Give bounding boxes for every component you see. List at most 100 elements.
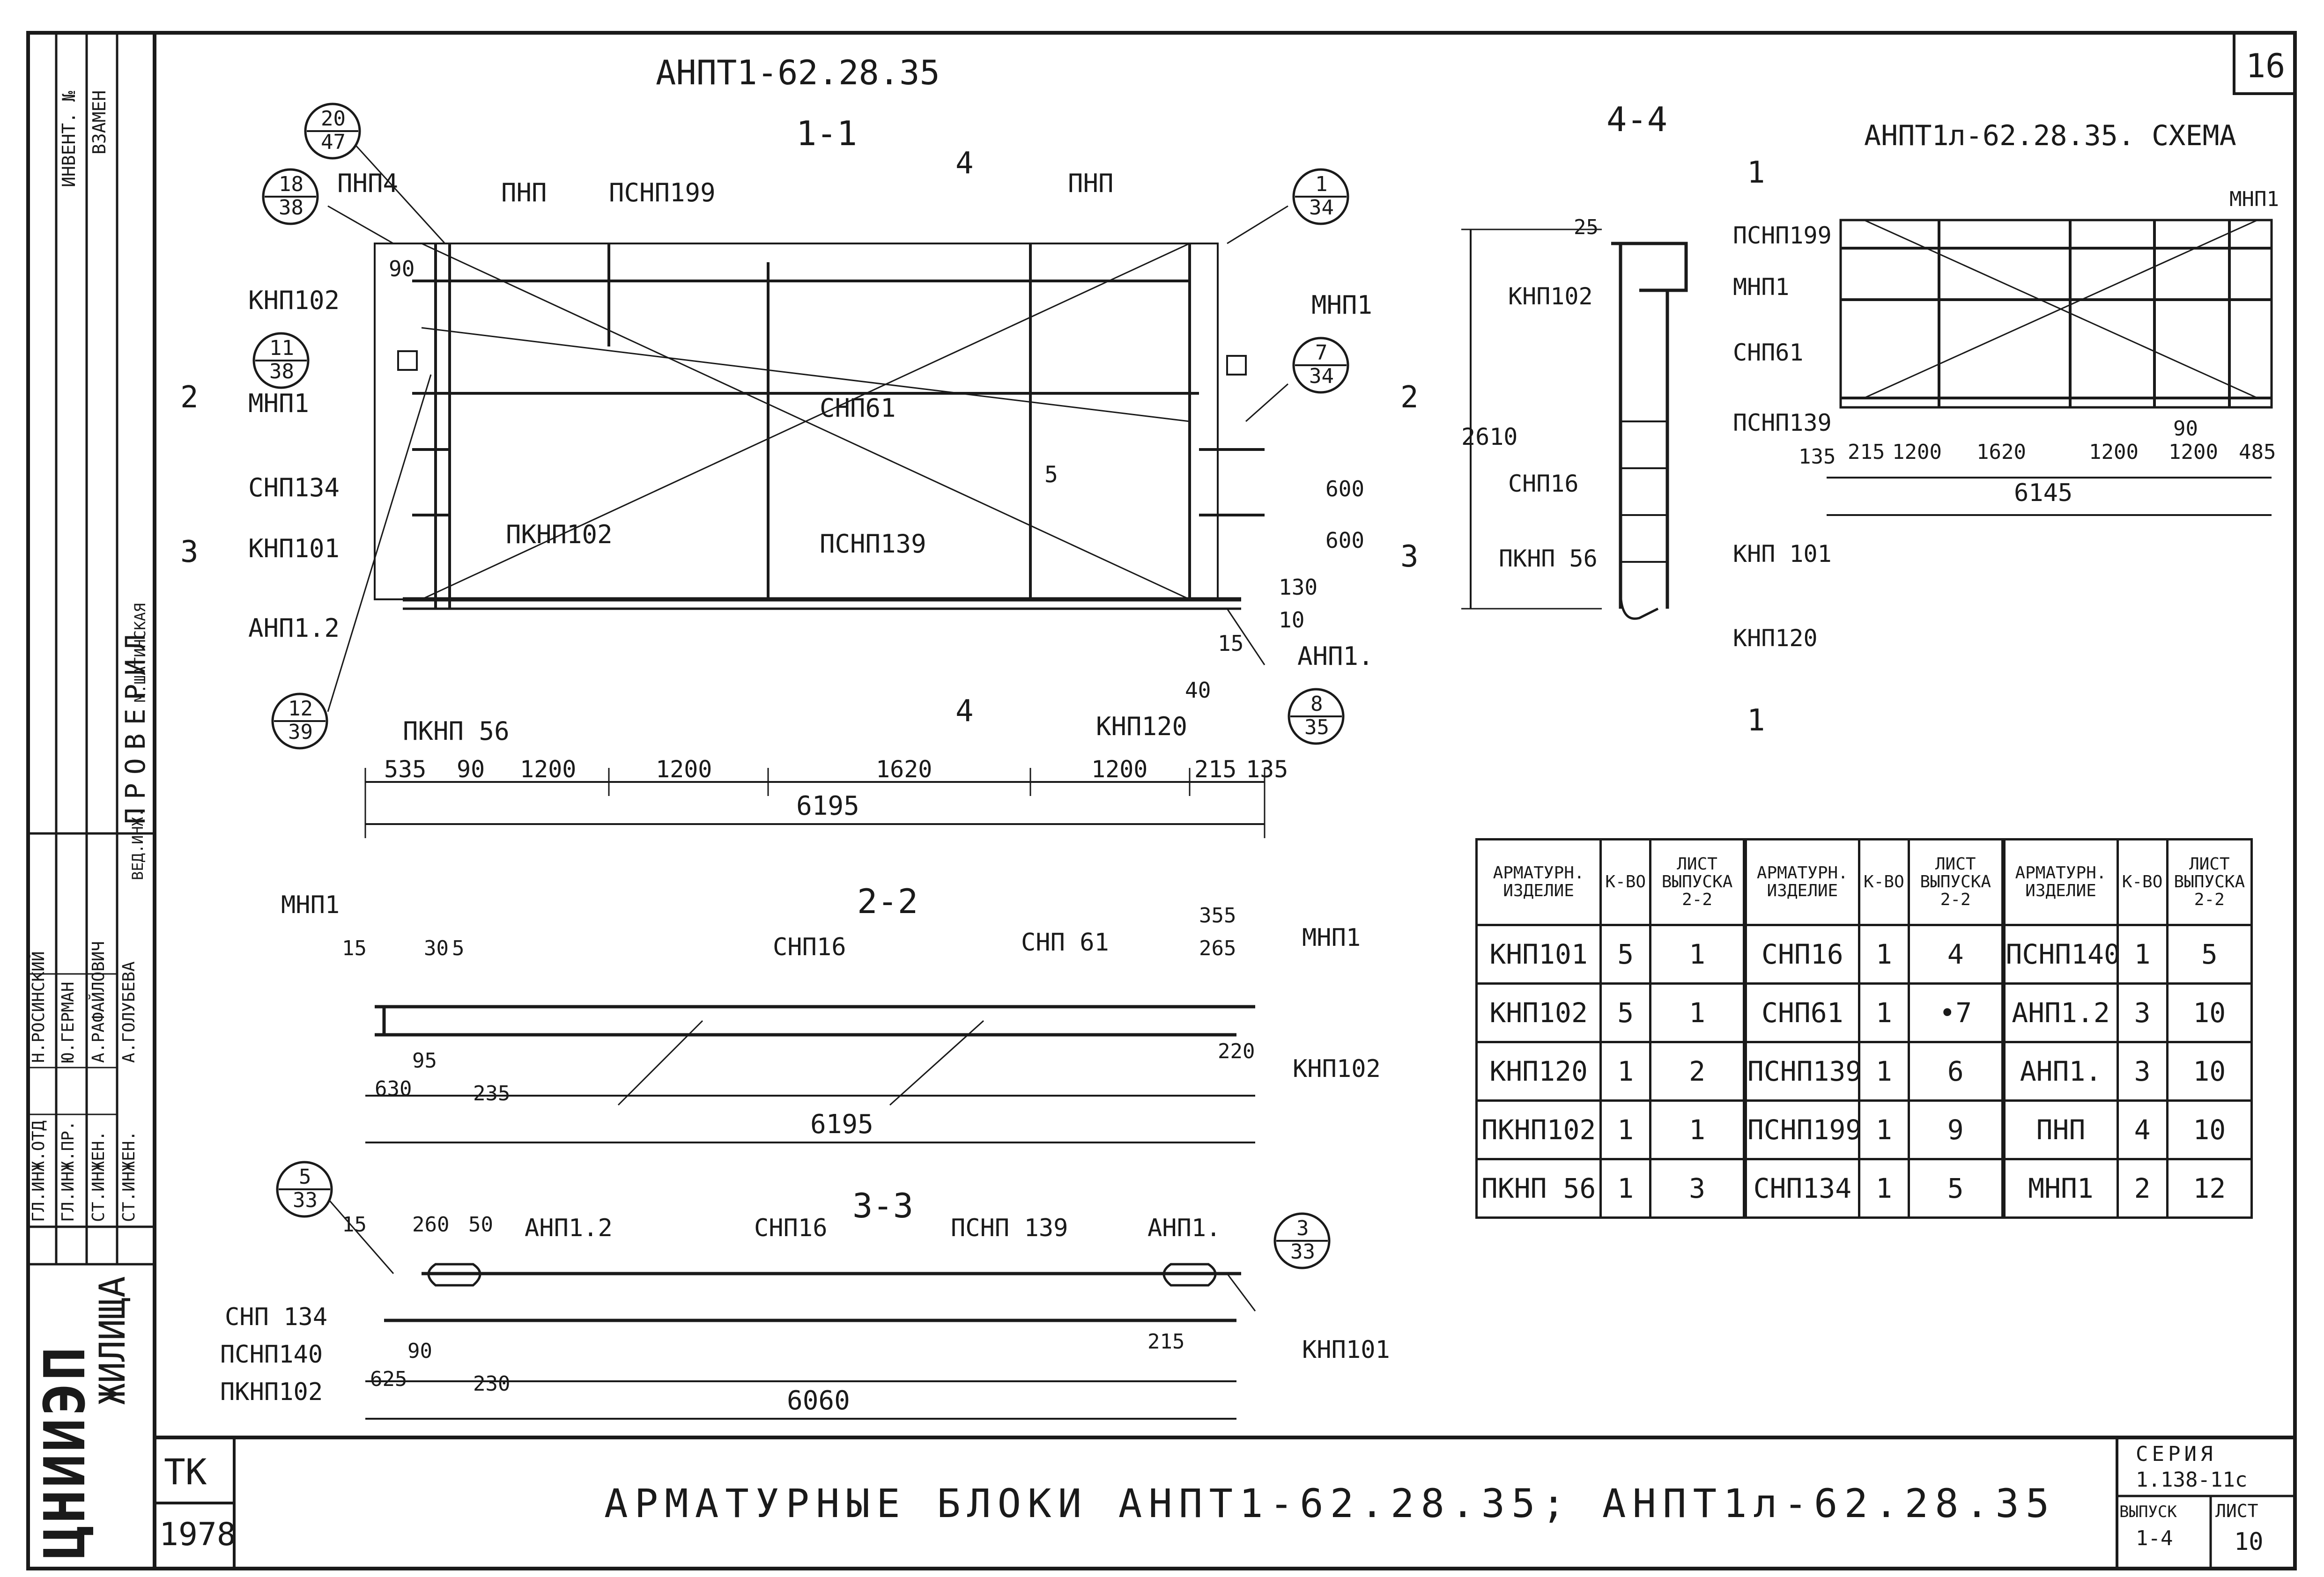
table-cell: 1 — [1599, 1158, 1652, 1219]
dim-total-6060: 6060 — [787, 1385, 850, 1416]
callout-bottom: 34 — [1309, 196, 1334, 220]
dim-625: 625 — [370, 1367, 407, 1391]
label-anp1-2: АНП1.2 — [525, 1214, 613, 1242]
issue-value: 1-4 — [2136, 1526, 2173, 1550]
table-cell: 3 — [2116, 982, 2169, 1043]
table-cell: АНП1.2 — [2001, 982, 2119, 1043]
label-knp120: КНП120 — [1733, 625, 1818, 652]
table-cell: 1 — [1649, 982, 1746, 1043]
label-pknp56: ПКНП 56 — [403, 716, 510, 746]
staff-name: А.РАФАЙЛОВИЧ — [89, 941, 108, 1063]
table-cell: КНП101 — [1475, 924, 1602, 985]
series-value: 1.138-11с — [2136, 1468, 2247, 1492]
staff-role: ГЛ.ИНЖ.ОТД — [29, 1120, 48, 1222]
series-label: СЕРИЯ — [2136, 1442, 2216, 1466]
dim-260: 260 — [412, 1213, 449, 1237]
callout-bottom: 38 — [279, 196, 303, 220]
dim-2610: 2610 — [1461, 423, 1517, 450]
table-cell: 10 — [2166, 1099, 2253, 1160]
label-knp120: КНП120 — [1096, 712, 1187, 741]
label-snp16: СНП16 — [773, 933, 846, 961]
callout-top: 12 — [288, 697, 313, 721]
dim-90: 90 — [407, 1339, 432, 1363]
scheme-labels: АНПТ1л-62.28.35. СХЕМА МНП1 135 215 1200… — [1799, 119, 2279, 507]
stamp-tk: ТК — [164, 1451, 207, 1493]
stamp-year: 1978 — [159, 1516, 236, 1553]
table-row: ПКНП102 1 1 ПСНП199 1 9 ПНП 4 10 — [1475, 1099, 2253, 1160]
col-header-item: АРМАТУРН. ИЗДЕЛИЕ — [1742, 838, 1860, 926]
label-anp1-2: АНП1.2 — [248, 613, 340, 643]
table-cell: 1 — [1649, 1099, 1746, 1160]
label-mnp1: МНП1 — [2229, 187, 2279, 211]
callout-top: 7 — [1315, 341, 1328, 365]
table-row: КНП102 5 1 СНП61 1 •7 АНП1.2 3 10 — [1475, 982, 2253, 1043]
specification-table: АРМАТУРН. ИЗДЕЛИЕ К-ВО ЛИСТ ВЫПУСКА 2-2 … — [1475, 838, 2253, 1219]
list-value: 10 — [2234, 1528, 2264, 1556]
label-snp134: СНП134 — [248, 473, 340, 502]
table-cell: МНП1 — [2001, 1158, 2119, 1219]
dim-25: 25 — [1574, 215, 1599, 239]
col-header-item: АРМАТУРН. ИЗДЕЛИЕ — [2001, 838, 2119, 926]
callout-bottom: 38 — [269, 360, 294, 383]
table-cell: 10 — [2166, 1041, 2253, 1102]
cut-mark-4-bottom: 4 — [955, 694, 974, 729]
label-psnp139: ПСНП139 — [1733, 409, 1832, 436]
dim-label-5: 5 — [1044, 462, 1058, 488]
cut-mark-1-bottom: 1 — [1747, 703, 1765, 738]
label-pknp102: ПКНП102 — [220, 1378, 323, 1406]
cut-mark-2-right: 2 — [1400, 380, 1419, 415]
dim-220: 220 — [1218, 1039, 1255, 1063]
dim-v-600-a: 600 — [1325, 476, 1364, 501]
section-1-1-drawing — [364, 243, 1266, 838]
dim-15: 15 — [342, 1213, 367, 1237]
staff-name: Н.РОСИНСКИЙ — [29, 951, 48, 1063]
label-psnp139: ПСНП139 — [820, 529, 926, 559]
label-snp61: СНП61 — [820, 393, 896, 423]
dim-1200-c: 1200 — [2169, 440, 2218, 464]
dim-215: 215 — [1848, 440, 1885, 464]
dim-95: 95 — [412, 1049, 437, 1073]
label-pnp-2: ПНП — [1068, 169, 1114, 198]
label-psnp199: ПСНП199 — [609, 178, 716, 207]
staff-name: Ю.ГЕРМАН — [59, 981, 78, 1063]
org-sub-text: ЖИЛИЩА — [91, 1276, 133, 1405]
label-pknp56: ПКНП 56 — [1499, 545, 1598, 572]
page-number: 16 — [2246, 47, 2285, 85]
dim-1200-a: 1200 — [520, 756, 576, 783]
table-cell: 5 — [1599, 982, 1652, 1043]
table-cell: 4 — [2116, 1099, 2169, 1160]
dim-90: 90 — [2173, 417, 2198, 441]
callout-bottom: 34 — [1309, 364, 1334, 388]
dim-235: 235 — [473, 1082, 510, 1105]
label-snp16: СНП16 — [754, 1214, 828, 1242]
section-4-4-title: 4-4 — [1606, 100, 1667, 139]
table-cell: СНП134 — [1742, 1158, 1860, 1219]
table-row: КНП120 1 2 ПСНП139 1 6 АНП1. 3 10 — [1475, 1041, 2253, 1102]
issue-label: ВЫПУСК — [2119, 1503, 2177, 1521]
table-cell: 1 — [1649, 924, 1746, 985]
label-snp16: СНП16 — [1508, 470, 1579, 497]
table-cell: ПСНП140 — [2001, 924, 2120, 985]
label-mnp1: МНП1 — [281, 891, 340, 919]
dim-215: 215 — [1194, 756, 1236, 783]
callout-top: 5 — [299, 1165, 311, 1189]
table-cell: 4 — [1907, 924, 2005, 985]
dim-1200-c: 1200 — [1091, 756, 1147, 783]
section-4-4-drawing — [1461, 228, 1688, 620]
label-anp1: АНП1. — [1147, 1214, 1221, 1242]
callout-top: 8 — [1310, 692, 1323, 716]
table-cell: 1 — [1858, 1041, 1910, 1102]
label-mnp1-right: МНП1 — [1311, 290, 1372, 320]
table-cell: 5 — [1907, 1158, 2005, 1219]
table-cell: СНП16 — [1742, 924, 1860, 985]
callout-bottom: 47 — [321, 130, 346, 154]
dim-630: 630 — [375, 1077, 412, 1101]
col-header-sheet: ЛИСТ ВЫПУСКА 2-2 — [2166, 838, 2253, 926]
table-cell: КНП120 — [1475, 1041, 1602, 1102]
cut-mark-1-top: 1 — [1747, 155, 1765, 190]
label-snp61: СНП61 — [1733, 339, 1804, 366]
table-cell: 1 — [1858, 1099, 1910, 1160]
table-cell: 5 — [1599, 924, 1652, 985]
label-knp101: КНП101 — [248, 534, 340, 563]
dim-40: 40 — [1185, 678, 1211, 703]
